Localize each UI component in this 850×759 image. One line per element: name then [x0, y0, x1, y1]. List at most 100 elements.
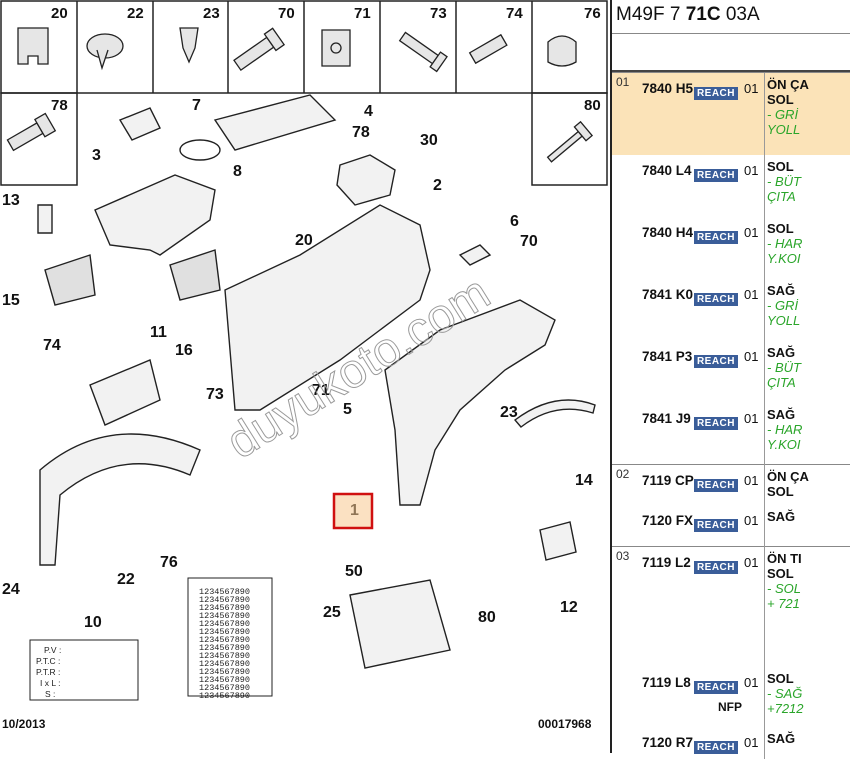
part-quantity: 01: [742, 155, 765, 217]
part-reference[interactable]: 7120 R7: [642, 735, 693, 754]
callout-number: 8: [233, 163, 242, 180]
callout-number: 14: [575, 472, 593, 489]
part-note: ÇITA: [767, 375, 796, 390]
number-grid-row: 1234567890: [199, 691, 250, 701]
part-reference[interactable]: 7119 L8: [642, 675, 691, 694]
part-side: SOL: [767, 92, 794, 107]
box-label: 70: [278, 5, 295, 22]
part-quantity: 01: [742, 279, 765, 341]
part-category: ÖN TI: [767, 551, 802, 566]
part-reference[interactable]: 7841 P3: [642, 349, 692, 368]
callout-number: 12: [560, 599, 578, 616]
reach-badge: REACH: [694, 355, 738, 368]
part-reference[interactable]: 7120 FX: [642, 513, 693, 532]
group-number: [612, 279, 640, 341]
part-note: - BÜT: [767, 360, 801, 375]
group-number: [612, 667, 640, 727]
part-reference[interactable]: 7119 CP: [642, 473, 694, 492]
model-code-header: M49F 7 71C 03A: [612, 0, 850, 34]
part-reference[interactable]: 7840 H4: [642, 225, 693, 244]
part-reference[interactable]: 7119 L2: [642, 555, 691, 574]
reach-badge: REACH: [694, 231, 738, 244]
diagram-date: 10/2013: [2, 717, 46, 731]
callout-number: 20: [295, 232, 313, 249]
reach-badge: REACH: [694, 741, 738, 754]
part-reference[interactable]: 7841 J9: [642, 411, 691, 430]
part-quantity: 01: [742, 547, 765, 667]
callout-number: 24: [2, 581, 20, 598]
callout-number: 16: [175, 342, 193, 359]
label-card-line: P.T.C :: [36, 656, 60, 666]
part-side: SOL: [767, 671, 794, 686]
group-number: [612, 341, 640, 403]
callout-number: 10: [84, 614, 102, 631]
exploded-view-svg: 20 22 23 70 71 73 74 76 78 80: [0, 0, 610, 753]
part-side: SAĞ: [767, 509, 795, 524]
reach-badge: REACH: [694, 561, 738, 574]
part-note: - SAĞ: [767, 686, 802, 701]
part-reference[interactable]: 7840 L4: [642, 163, 692, 182]
part-note: - SOL: [767, 581, 801, 596]
callout-number: 80: [478, 609, 496, 626]
callout-number: 2: [433, 177, 442, 194]
parts-diagram: 20 22 23 70 71 73 74 76 78 80: [0, 0, 610, 753]
box-label: 22: [127, 5, 144, 22]
callout-number: 4: [364, 103, 373, 120]
part-side: SAĞ: [767, 345, 795, 360]
part-note: +7212: [767, 701, 804, 716]
selected-callout-box: [334, 494, 372, 528]
label-card-line: P.V :: [44, 645, 61, 655]
callout-number: 11: [150, 324, 167, 341]
callout-number: 70: [520, 233, 538, 250]
callout-number: 25: [323, 604, 341, 621]
group-number: [612, 217, 640, 279]
callout-number: 7: [192, 97, 201, 114]
label-card-line: I x L :: [40, 678, 60, 688]
label-card-line: S :: [45, 689, 55, 699]
reach-badge: REACH: [694, 479, 738, 492]
model-code-suffix: 03A: [721, 4, 760, 25]
part-side: SAĞ: [767, 407, 795, 422]
part-note: YOLL: [767, 313, 800, 328]
part-reference[interactable]: 7841 K0: [642, 287, 693, 306]
part-note: YOLL: [767, 122, 800, 137]
part-side: SOL: [767, 566, 794, 581]
group-number: 01: [612, 73, 640, 155]
callout-number: 23: [500, 404, 518, 421]
callout-number: 22: [117, 571, 135, 588]
reach-badge: REACH: [694, 681, 738, 694]
part-note: Y.KOI: [767, 437, 800, 452]
part-description: SAĞ: [765, 505, 850, 547]
part-description: SOL- SAĞ+7212: [765, 667, 850, 727]
reach-badge: REACH: [694, 519, 738, 532]
part-note: - GRİ: [767, 107, 798, 122]
part-note: - HAR: [767, 236, 802, 251]
box-label: 80: [584, 97, 601, 114]
part-category: ÖN ÇA: [767, 469, 809, 484]
reach-badge: REACH: [694, 169, 738, 182]
callout-number: 78: [352, 124, 370, 141]
part-reference[interactable]: 7840 H5: [642, 81, 693, 100]
